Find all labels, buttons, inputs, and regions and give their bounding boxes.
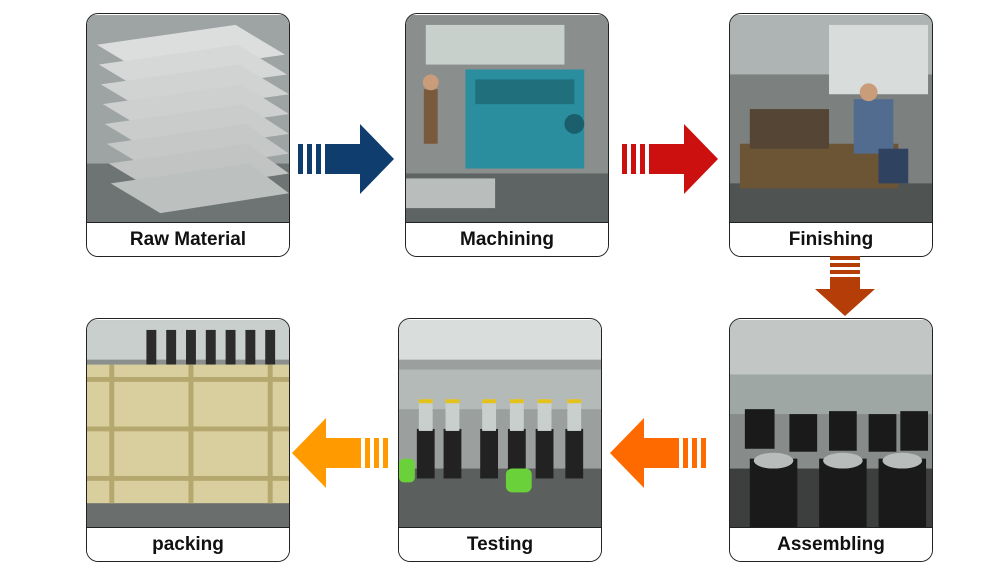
raw-material-photo [87, 15, 289, 223]
step-label: Testing [399, 527, 601, 561]
step-machining: Machining [405, 13, 609, 257]
step-testing: Testing [398, 318, 602, 562]
step-label: Assembling [730, 527, 932, 561]
arrow-raw-to-machining [298, 124, 394, 194]
step-label: Machining [406, 222, 608, 256]
packing-photo [87, 320, 289, 528]
step-label: Finishing [730, 222, 932, 256]
step-finishing: Finishing [729, 13, 933, 257]
step-label: Raw Material [87, 222, 289, 256]
arrow-testing-to-packing [292, 418, 388, 488]
step-packing: packing [86, 318, 290, 562]
testing-photo [399, 320, 601, 528]
step-label: packing [87, 527, 289, 561]
step-raw-material: Raw Material [86, 13, 290, 257]
assembling-photo [730, 320, 932, 528]
machining-photo [406, 15, 608, 223]
arrow-finishing-to-assembling [815, 256, 875, 316]
finishing-photo [730, 15, 932, 223]
arrow-machining-to-finishing [622, 124, 718, 194]
step-assembling: Assembling [729, 318, 933, 562]
arrow-assembling-to-testing [610, 418, 706, 488]
